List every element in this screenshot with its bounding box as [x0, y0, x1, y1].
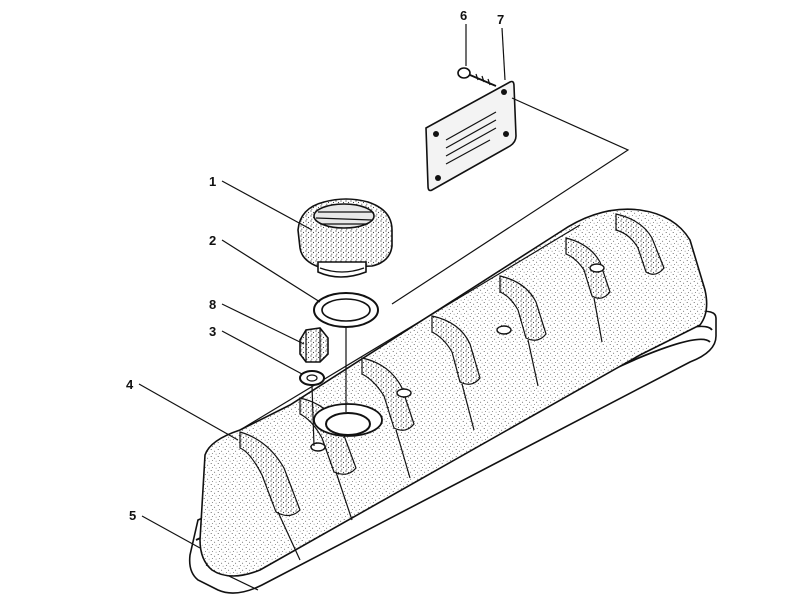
identification-plate [425, 80, 517, 192]
callout-8: 8 [209, 297, 216, 312]
leader-lines [138, 24, 506, 549]
callout-6: 6 [460, 8, 467, 23]
callout-7: 7 [497, 12, 504, 27]
screw [457, 67, 497, 87]
callout-1: 1 [209, 174, 216, 189]
callout-3: 3 [209, 324, 216, 339]
oil-filler-cap [297, 198, 393, 278]
callout-2: 2 [209, 233, 216, 248]
valve-cover [199, 208, 708, 577]
callout-4: 4 [126, 377, 134, 392]
callout-5: 5 [129, 508, 136, 523]
assembly-guide-lines [311, 97, 630, 447]
cap-nut [299, 327, 329, 363]
washer [299, 370, 325, 386]
callout-labels: 1 2 3 4 5 6 7 8 [126, 8, 504, 523]
cap-seal-ring [313, 292, 379, 328]
